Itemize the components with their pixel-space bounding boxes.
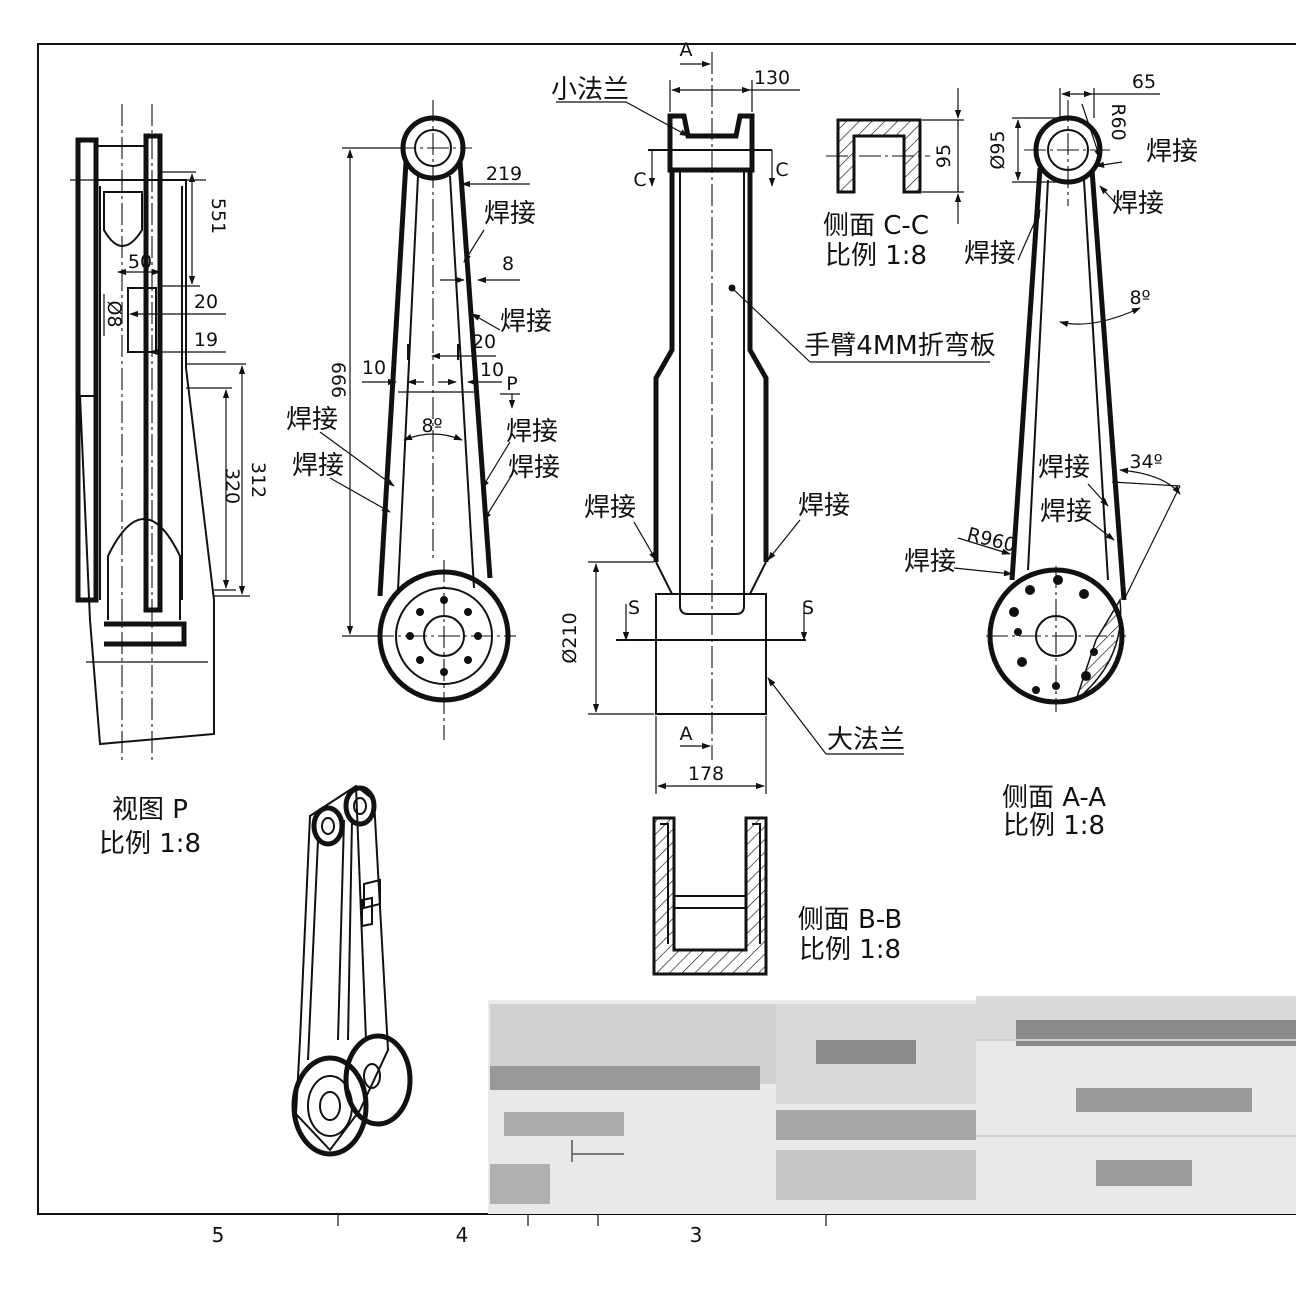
section-arrow-s-right: S — [802, 597, 814, 619]
dim-320: 320 — [221, 468, 243, 504]
middle-elevation-drawing: C C S S A A 130 Ø210 178 — [556, 39, 990, 794]
section-aa-title: 侧面 A-A — [1002, 783, 1106, 813]
section-arrow-c-right: C — [775, 159, 788, 181]
section-bb-title: 侧面 B-B — [798, 905, 902, 935]
weld-label-front-4: 焊接 — [292, 451, 344, 481]
weld-label-front-2: 焊接 — [500, 307, 552, 337]
view-arrow-p: P — [506, 373, 517, 395]
zone-label-3: 3 — [690, 1223, 703, 1247]
dim-95-cc: 95 — [933, 144, 955, 168]
weld-label-middle-2: 焊接 — [798, 491, 850, 521]
dim-r960: R960 — [965, 524, 1018, 557]
weld-label-aa-3: 焊接 — [964, 239, 1016, 269]
dim-551: 551 — [207, 198, 229, 234]
section-cc-scale: 比例 1:8 — [825, 241, 927, 271]
zone-label-4: 4 — [456, 1223, 469, 1247]
zone-label-5: 5 — [212, 1223, 225, 1247]
angle-34: 34º — [1129, 451, 1162, 473]
dim-20: 20 — [194, 291, 218, 313]
view-p-title: 视图 P — [112, 795, 188, 825]
dim-10-left: 10 — [362, 357, 386, 379]
angle-8-front: 8º — [421, 415, 442, 437]
label-large-flange: 大法兰 — [827, 725, 905, 755]
weld-label-aa-2: 焊接 — [1112, 189, 1164, 219]
dim-20-front: 20 — [472, 331, 496, 353]
weld-label-aa-6: 焊接 — [904, 547, 956, 577]
weld-label-front-5: 焊接 — [506, 417, 558, 447]
view-p-drawing: 551 50 Ø8 20 19 320 312 — [70, 104, 269, 760]
dim-d210: Ø210 — [559, 612, 581, 663]
dim-666: 666 — [327, 362, 349, 398]
section-arrow-a-bottom: A — [680, 723, 693, 745]
section-bb-scale: 比例 1:8 — [799, 935, 901, 965]
weld-label-aa-4: 焊接 — [1038, 453, 1090, 483]
front-view-drawing: 666 219 8 20 10 10 8º P — [319, 100, 530, 740]
dim-d95-aa: Ø95 — [987, 130, 1009, 169]
weld-label-aa-1: 焊接 — [1146, 137, 1198, 167]
angle-8-aa: 8º — [1129, 287, 1150, 309]
weld-label-middle-1: 焊接 — [584, 493, 636, 523]
dim-r60: R60 — [1107, 103, 1129, 140]
section-bb-drawing — [652, 816, 768, 976]
label-small-flange: 小法兰 — [551, 75, 629, 105]
weld-label-front-1: 焊接 — [484, 199, 536, 229]
section-arrow-s-left: S — [628, 597, 640, 619]
arm-isometric-view — [291, 784, 413, 1157]
weld-label-front-6: 焊接 — [508, 453, 560, 483]
dim-65: 65 — [1132, 71, 1156, 93]
weld-label-aa-5: 焊接 — [1040, 497, 1092, 527]
section-aa-scale: 比例 1:8 — [1003, 811, 1105, 841]
dim-219: 219 — [486, 163, 522, 185]
section-cc-drawing: 95 — [826, 88, 964, 224]
section-cc-title: 侧面 C-C — [823, 211, 929, 241]
weld-label-front-3: 焊接 — [286, 405, 338, 435]
section-arrow-c-left: C — [633, 169, 646, 191]
dim-8: 8 — [502, 253, 514, 275]
dim-312: 312 — [247, 462, 269, 498]
dim-130: 130 — [754, 67, 790, 89]
dim-50: 50 — [128, 251, 152, 273]
dim-d8: Ø8 — [103, 300, 125, 327]
section-aa-drawing: 65 R60 Ø95 8º 34º R960 — [953, 71, 1181, 712]
view-p-scale: 比例 1:8 — [99, 829, 201, 859]
dim-10-right: 10 — [480, 359, 504, 381]
section-arrow-a-top: A — [680, 39, 693, 61]
pixelated-title-block — [488, 996, 1296, 1214]
dim-178: 178 — [688, 763, 724, 785]
label-arm-plate: 手臂4MM折弯板 — [804, 331, 995, 361]
dim-19: 19 — [194, 329, 218, 351]
